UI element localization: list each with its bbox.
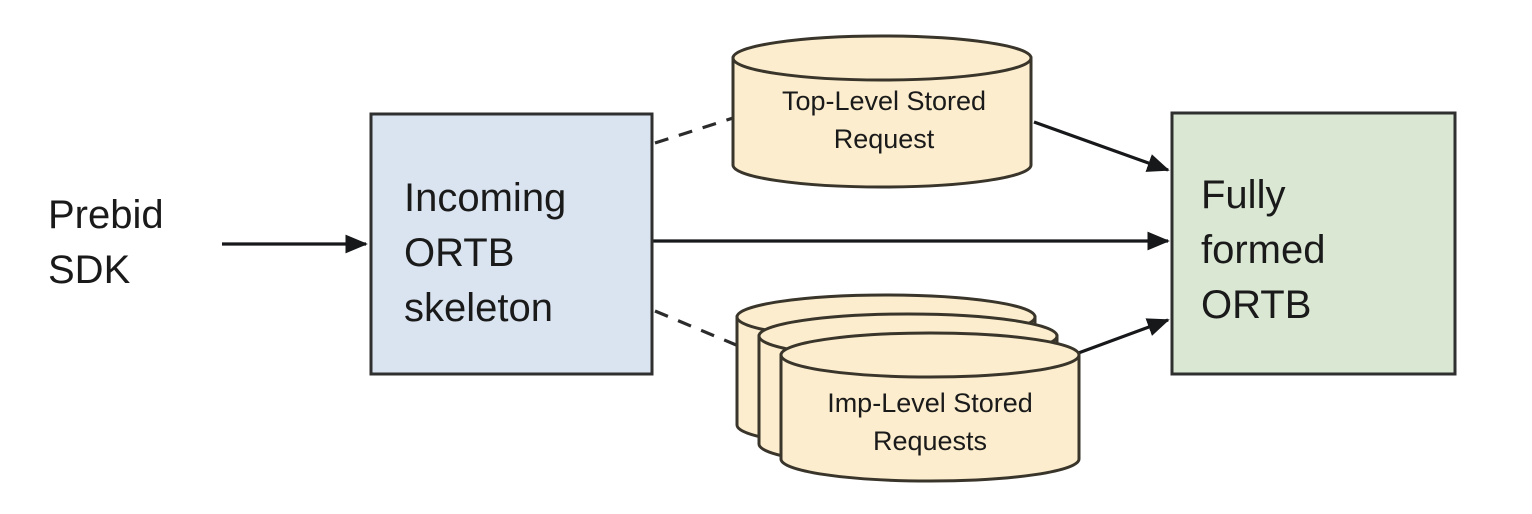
imp-cylinder-line2: Requests	[873, 426, 987, 456]
source-label-prebid-sdk: Prebid SDK	[48, 193, 164, 292]
edge-top-stored-to-output	[1033, 120, 1170, 172]
output-box-line1: Fully	[1201, 173, 1285, 217]
incoming-box-line3: skeleton	[404, 286, 553, 330]
top-cylinder-line1: Top-Level Stored	[782, 86, 986, 116]
top-cylinder-top-ellipse	[731, 34, 1033, 82]
source-label-line1: Prebid	[48, 193, 164, 237]
node-top-level-stored-request[interactable]: Top-Level Stored Request	[731, 34, 1033, 189]
output-box-shape[interactable]	[1170, 111, 1457, 376]
top-cylinder-body[interactable]	[731, 56, 1033, 189]
node-fully-formed-ortb[interactable]: Fully formed ORTB	[1170, 111, 1457, 376]
imp-cylinder-front[interactable]	[779, 331, 1081, 483]
output-box-line2: formed	[1201, 228, 1326, 272]
incoming-box-shape[interactable]	[369, 112, 654, 376]
imp-cylinder-line1: Imp-Level Stored	[827, 388, 1033, 418]
edge-incoming-to-imp-stored	[654, 309, 742, 349]
incoming-box-line2: ORTB	[404, 231, 514, 275]
edge-incoming-to-top-stored	[654, 116, 734, 145]
source-label-line2: SDK	[48, 248, 131, 292]
output-box-line3: ORTB	[1201, 283, 1311, 327]
top-cylinder-line2: Request	[834, 124, 935, 154]
incoming-box-line1: Incoming	[404, 176, 566, 220]
node-incoming-ortb-skeleton[interactable]: Incoming ORTB skeleton	[369, 112, 654, 376]
edge-imp-stored-to-output	[1072, 318, 1170, 357]
node-imp-level-stored-requests[interactable]: Imp-Level Stored Requests	[735, 293, 1081, 483]
